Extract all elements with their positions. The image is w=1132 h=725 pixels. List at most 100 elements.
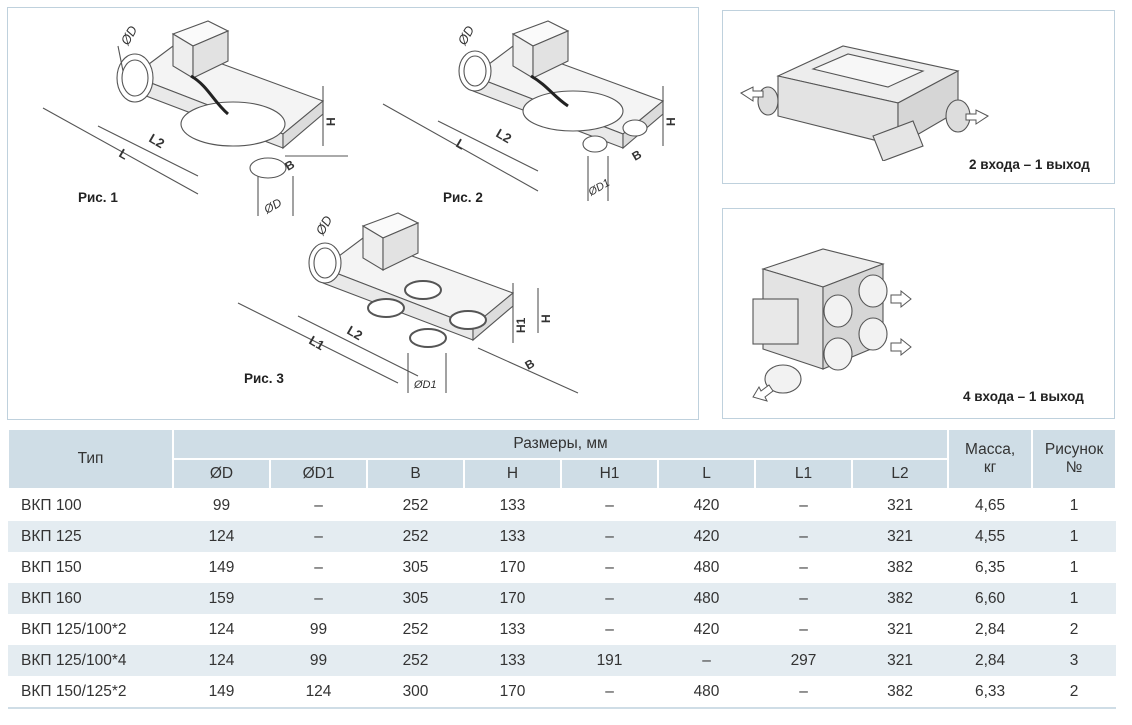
value-cell: 480 [658, 583, 755, 614]
svg-text:ØD: ØD [117, 23, 140, 48]
value-cell: 321 [852, 489, 949, 521]
value-cell: 420 [658, 521, 755, 552]
value-cell: – [755, 552, 852, 583]
value-cell: 305 [367, 552, 464, 583]
sub-header-cell: H [463, 458, 562, 490]
svg-text:L2: L2 [345, 323, 366, 344]
svg-text:H1: H1 [514, 317, 528, 333]
svg-text:L1: L1 [307, 333, 328, 354]
value-cell: 149 [173, 552, 270, 583]
value-cell: 1 [1032, 552, 1117, 583]
value-cell: 382 [852, 676, 949, 709]
value-cell: 99 [270, 614, 367, 645]
value-cell: – [270, 552, 367, 583]
value-cell: 321 [852, 645, 949, 676]
value-cell: 252 [367, 614, 464, 645]
value-cell: 321 [852, 521, 949, 552]
figure-1-drawing: ØD L L2 H B ØD [23, 16, 353, 221]
svg-text:L2: L2 [494, 126, 515, 147]
two-inputs-drawing [733, 21, 1113, 161]
figure-2-drawing: ØD L L2 H B ØD1 [373, 16, 693, 216]
figure-2-label: Рис. 2 [443, 190, 483, 205]
svg-text:ØD: ØD [454, 23, 477, 48]
value-cell: – [755, 676, 852, 709]
model-cell: ВКП 125/100*2 [8, 614, 173, 645]
value-cell: 252 [367, 489, 464, 521]
sub-header-cell: H1 [560, 458, 659, 490]
value-cell: 124 [173, 521, 270, 552]
sub-header-cell: B [366, 458, 465, 490]
header-figure-line1: Рисунок [1044, 441, 1104, 458]
value-cell: 4,55 [948, 521, 1033, 552]
figure-1-label: Рис. 1 [78, 190, 118, 205]
value-cell: 1 [1032, 489, 1117, 521]
figure-3-label: Рис. 3 [244, 371, 284, 386]
value-cell: 382 [852, 552, 949, 583]
value-cell: 6,35 [948, 552, 1033, 583]
two-inputs-panel: 2 входа – 1 выход [722, 10, 1115, 184]
header-type: Тип [7, 428, 174, 490]
value-cell: – [561, 521, 658, 552]
value-cell: 99 [173, 489, 270, 521]
sub-header-cell: L2 [850, 458, 950, 490]
value-cell: 124 [270, 676, 367, 709]
model-cell: ВКП 125/100*4 [8, 645, 173, 676]
sub-header-cell: L1 [754, 458, 853, 490]
value-cell: 252 [367, 521, 464, 552]
value-cell: 124 [173, 645, 270, 676]
value-cell: 133 [464, 489, 561, 521]
model-cell: ВКП 100 [8, 489, 173, 521]
value-cell: – [270, 521, 367, 552]
value-cell: – [658, 645, 755, 676]
svg-text:B: B [523, 356, 538, 373]
value-cell: 3 [1032, 645, 1117, 676]
svg-text:H: H [539, 314, 553, 323]
value-cell: – [270, 489, 367, 521]
value-cell: – [755, 489, 852, 521]
value-cell: 480 [658, 676, 755, 709]
value-cell: 170 [464, 676, 561, 709]
model-cell: ВКП 150/125*2 [8, 676, 173, 709]
svg-text:H: H [664, 117, 678, 126]
value-cell: 2 [1032, 614, 1117, 645]
value-cell: 6,60 [948, 583, 1033, 614]
header-mass-line1: Масса, [965, 441, 1016, 458]
model-cell: ВКП 150 [8, 552, 173, 583]
value-cell: – [755, 521, 852, 552]
value-cell: 305 [367, 583, 464, 614]
svg-text:L: L [117, 146, 131, 163]
value-cell: 1 [1032, 583, 1117, 614]
value-cell: 191 [561, 645, 658, 676]
value-cell: 300 [367, 676, 464, 709]
model-cell: ВКП 160 [8, 583, 173, 614]
four-inputs-drawing [733, 219, 933, 404]
value-cell: 133 [464, 614, 561, 645]
value-cell: 2,84 [948, 614, 1033, 645]
drawings-panel: ØD L L2 H B ØD Рис. 1 [7, 7, 699, 420]
value-cell: 420 [658, 614, 755, 645]
value-cell: 2,84 [948, 645, 1033, 676]
value-cell: 1 [1032, 521, 1117, 552]
value-cell: – [755, 583, 852, 614]
value-cell: 124 [173, 614, 270, 645]
figure-3-drawing: ØD L1 L2 H1 H B ØD1 [228, 208, 588, 403]
value-cell: 170 [464, 552, 561, 583]
svg-text:B: B [630, 147, 645, 164]
header-sizes: Размеры, мм [171, 428, 950, 460]
value-cell: – [270, 583, 367, 614]
value-cell: 420 [658, 489, 755, 521]
value-cell: – [561, 676, 658, 709]
value-cell: 252 [367, 645, 464, 676]
svg-text:L2: L2 [147, 131, 168, 152]
value-cell: 382 [852, 583, 949, 614]
value-cell: 480 [658, 552, 755, 583]
value-cell: – [755, 614, 852, 645]
value-cell: – [561, 489, 658, 521]
